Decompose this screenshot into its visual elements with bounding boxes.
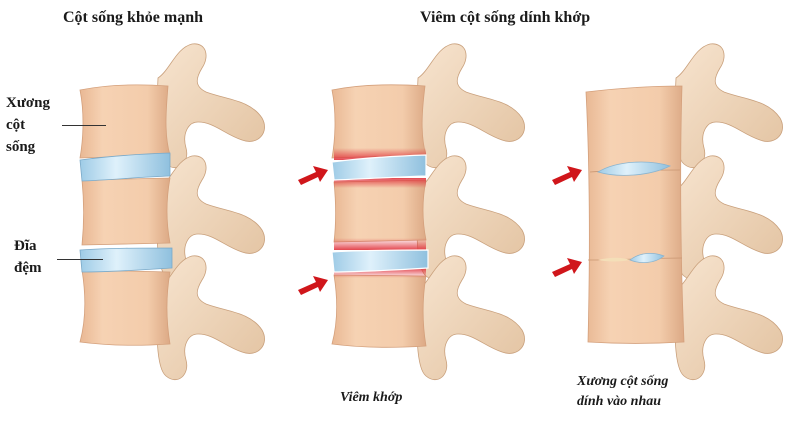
disc-label: Đĩa đệm	[14, 235, 42, 279]
vertebra-label-line: sống	[6, 139, 36, 155]
disc-leader-line	[57, 259, 103, 260]
fused-caption: Xương cột sống dính vào nhau	[577, 372, 668, 412]
vertebra-label: Xương cột sống	[6, 92, 50, 158]
fused-caption-line: dính vào nhau	[577, 394, 662, 409]
vertebra-label-line: Xương	[6, 95, 50, 111]
healthy-spine	[79, 43, 265, 381]
inflamed-spine	[298, 43, 525, 381]
vertebra-label-line: cột	[6, 117, 26, 133]
fused-spine	[552, 43, 783, 381]
healthy-spine-title: Cột sống khỏe mạnh	[63, 9, 204, 26]
inflammation-caption: Viêm khớp	[340, 390, 403, 405]
vertebra-leader-line	[62, 125, 106, 126]
fused-caption-line: Xương cột sống	[577, 374, 669, 389]
disc-label-line: đệm	[14, 260, 42, 276]
inflamed-spine-title: Viêm cột sống dính khớp	[420, 9, 591, 26]
disc-label-line: Đĩa	[14, 238, 37, 254]
